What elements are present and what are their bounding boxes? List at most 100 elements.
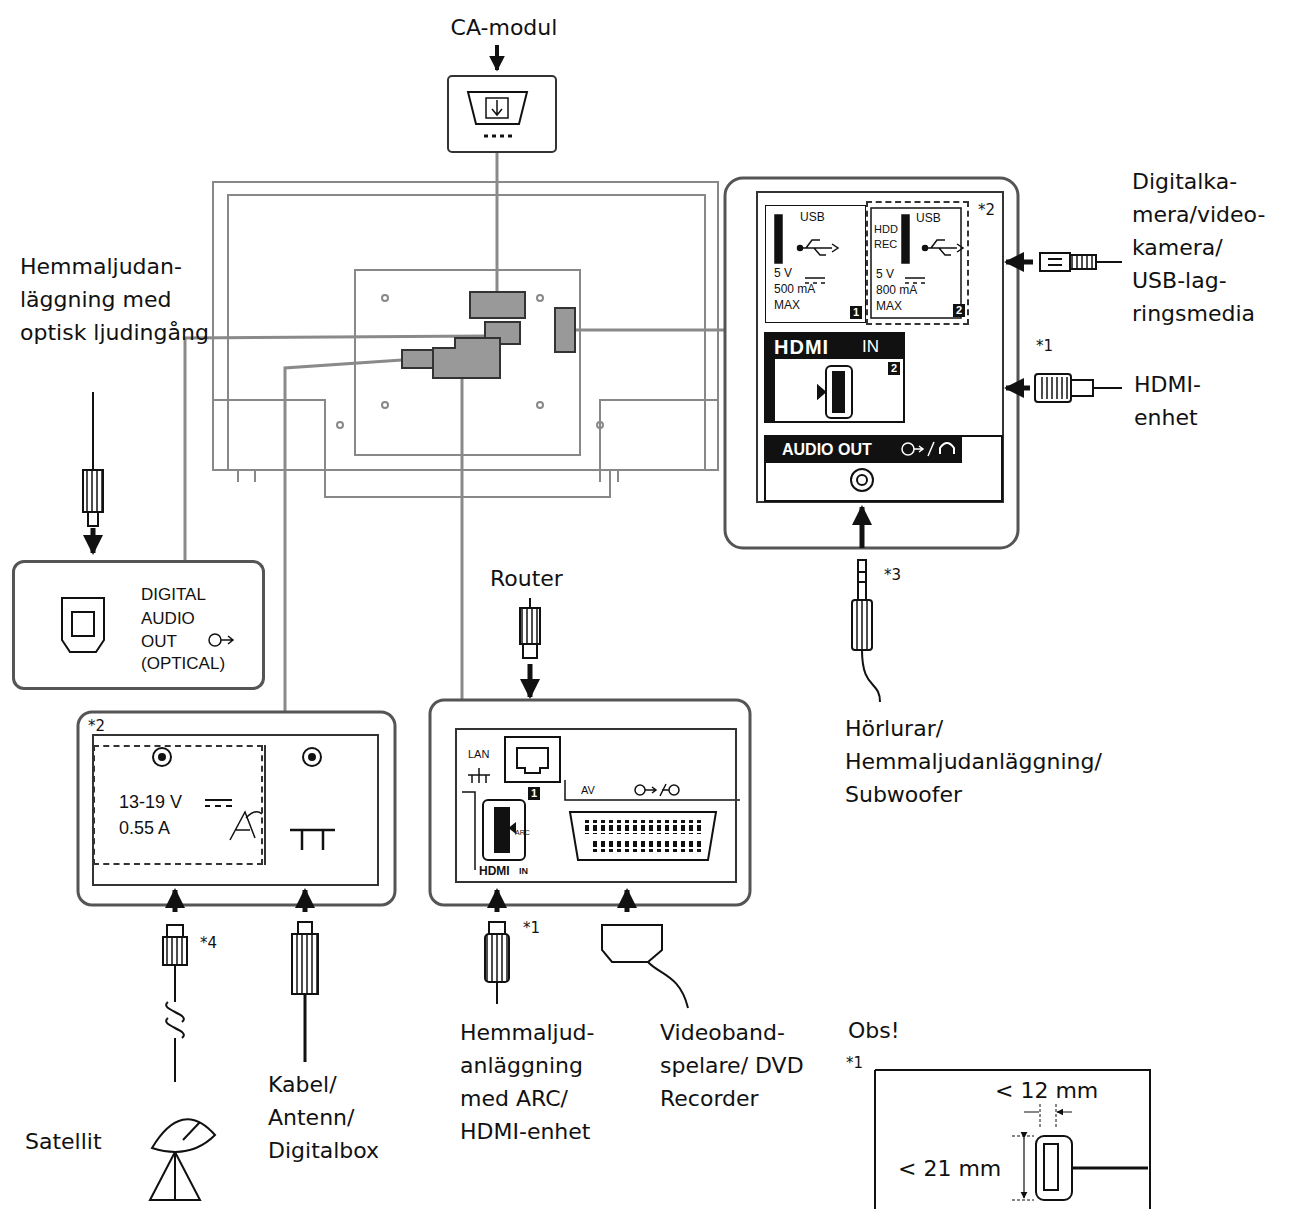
ca-slot xyxy=(468,45,527,136)
antenna-cable xyxy=(304,994,307,1062)
audio-out-jack xyxy=(902,443,914,455)
leader-line xyxy=(496,153,499,292)
footnote-mark: *2 xyxy=(978,200,995,220)
antenna-cable xyxy=(292,890,318,1062)
antenna-panel xyxy=(78,712,395,905)
port-number: 1 xyxy=(850,306,862,319)
lan-hdmi-scart-port xyxy=(505,737,560,782)
hdmi-plug-dimensions xyxy=(1044,1144,1058,1190)
tv-connector xyxy=(402,292,575,378)
satellite-connector xyxy=(290,830,335,850)
hdmi-plug xyxy=(1006,374,1122,402)
satellite-connector xyxy=(205,800,232,806)
scart-plug xyxy=(602,890,688,1008)
port-name: IN xyxy=(862,337,879,357)
hdmi-plug xyxy=(1035,374,1071,402)
port-name: DIGITAL AUDIO OUT xyxy=(141,583,231,654)
hdmi-plug-dimensions xyxy=(1024,1111,1072,1112)
audio-out-jack xyxy=(766,437,961,491)
tv-rear xyxy=(238,470,618,482)
dimension: < 12 mm xyxy=(995,1074,1098,1107)
port-number: 1 xyxy=(528,787,540,800)
antenna-cable xyxy=(292,934,318,994)
rating: 0.55 A xyxy=(119,817,170,839)
hdmi-plug xyxy=(1093,387,1122,389)
lan-hdmi-scart-port xyxy=(584,820,704,834)
port-name: HDD REC xyxy=(874,222,904,252)
satellite-cable xyxy=(152,1119,215,1152)
lan-hdmi-scart-port xyxy=(570,812,716,860)
mini-jack-plug xyxy=(852,600,872,650)
ca-slot xyxy=(492,100,502,115)
device-label: Hemmaljud- anläggning med ARC/ HDMI-enhe… xyxy=(460,1016,630,1148)
usb-plug xyxy=(1006,260,1033,265)
audio-out-jack xyxy=(940,443,954,454)
lan-hdmi-scart-port xyxy=(662,789,669,791)
satellite-cable xyxy=(163,937,187,965)
hdmi-plug-dimensions xyxy=(875,1070,1150,1209)
footnote-mark: *2 xyxy=(88,716,105,736)
tv-rear xyxy=(600,400,718,470)
satellite-cable xyxy=(166,965,184,1082)
satellite-input-box: 13-19 V0.55 A xyxy=(93,745,263,865)
optical-plug xyxy=(83,392,103,553)
usb-panel: USB5 V500 mA MAX1 xyxy=(765,205,866,323)
rating: 5 V xyxy=(774,266,792,280)
dimension: < 21 mm xyxy=(898,1152,1001,1185)
tv-rear xyxy=(537,402,543,408)
tv-rear xyxy=(213,182,718,497)
device-label: Hemmaljudan- läggning med optisk ljuding… xyxy=(20,250,225,349)
hdmi-port xyxy=(818,386,825,398)
optical-port xyxy=(221,636,233,644)
usb-plug xyxy=(1048,259,1062,265)
optical-port xyxy=(72,612,94,636)
usb-port xyxy=(923,246,928,251)
av-panel xyxy=(430,700,750,905)
optical-plug xyxy=(91,528,96,553)
usb-plug xyxy=(1040,253,1070,271)
antenna-cable xyxy=(298,922,312,934)
router-plug xyxy=(520,598,540,697)
device-label: Kabel/ Antenn/ Digitalbox xyxy=(268,1068,379,1167)
hdmi-plug xyxy=(1071,380,1093,396)
hdmi-arc-plug xyxy=(495,890,500,912)
side-panel xyxy=(725,178,1018,548)
device-label: Videoband- spelare/ DVD Recorder xyxy=(660,1016,830,1115)
rating: 800 mA MAX xyxy=(876,282,930,314)
usb-port xyxy=(871,208,961,318)
rating: 500 mA MAX xyxy=(774,281,828,313)
port-name: USB xyxy=(916,211,941,225)
hdmi-port xyxy=(826,366,852,418)
optical-port xyxy=(62,598,104,652)
ca-slot xyxy=(468,92,527,124)
usb-hdd-panel: HDD RECUSB5 V800 mA MAX2 xyxy=(866,201,969,325)
audio-out-jack xyxy=(914,442,934,456)
hdmi-arc-plug xyxy=(485,890,509,1004)
optical-port-box: DIGITAL AUDIO OUT(OPTICAL) xyxy=(12,560,265,690)
hdmi-panel: HDMIIN2 xyxy=(764,332,905,423)
usb-port xyxy=(902,215,909,263)
tv-rear xyxy=(337,422,343,428)
tv-connector xyxy=(433,338,500,378)
usb-port xyxy=(925,240,963,255)
hdmi-plug-dimensions xyxy=(1040,1104,1056,1128)
footnote-mark: *1 xyxy=(523,918,540,938)
hdmi-arc-plug xyxy=(485,934,509,982)
hdmi-plug-dimensions xyxy=(1036,1136,1072,1200)
tv-connector xyxy=(470,292,525,318)
lan-hdmi-scart-port xyxy=(510,824,515,832)
lan-hdmi-scart-port xyxy=(468,768,490,783)
ca-slot xyxy=(486,98,508,118)
hdmi-plug-dimensions xyxy=(1023,1138,1024,1198)
port-name: HDMI xyxy=(479,864,510,878)
usb-plug xyxy=(1070,255,1096,269)
hdmi-plug xyxy=(1006,386,1030,391)
device-label: Router xyxy=(490,562,563,595)
lan-hdmi-scart-port xyxy=(462,737,740,870)
router-plug xyxy=(528,664,533,697)
leader-line xyxy=(185,153,725,712)
mini-jack-plug xyxy=(852,507,880,702)
